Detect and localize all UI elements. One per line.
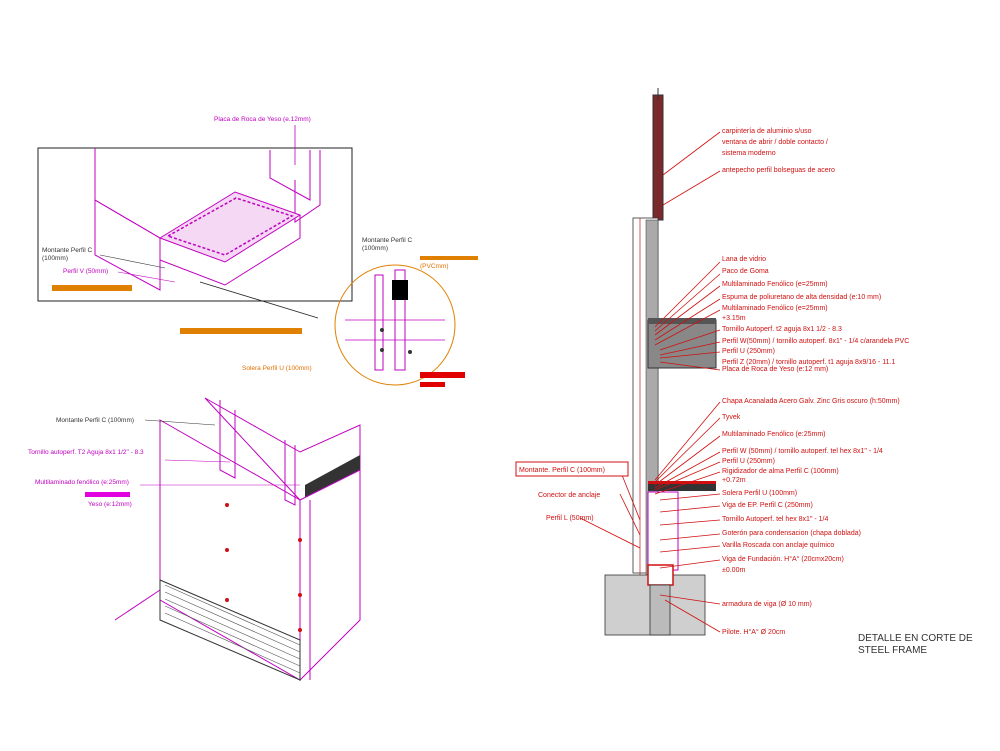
floor-edge [159, 215, 301, 286]
sec-left-label-2: Perfil L (50mm) [546, 515, 594, 522]
wall-left [94, 148, 161, 291]
bl-tornillo-label: Tornillo autoperf. T2 Aguja 8x1 1/2" - 8… [28, 449, 144, 456]
bl-montante-label: Montante Perfil C (100mm) [56, 417, 134, 424]
foundation-hatching [164, 584, 301, 674]
section-leaders [579, 131, 721, 633]
sec-label-30: Pilote. H°A° Ø 20cm [722, 628, 785, 636]
sec-label-2: sistema moderno [722, 150, 776, 157]
solera-label: Solera Perfil U (100mm) [242, 365, 312, 372]
wall-face-top [204, 397, 361, 501]
sec-label-23: Viga de EP. Perfil C (250mm) [722, 502, 813, 509]
lower-beam-red [648, 481, 716, 484]
section-right-labels: carpintería de aluminio s/uso ventana de… [722, 128, 909, 636]
wall-studs [219, 400, 236, 479]
sec-label-0: carpintería de aluminio s/uso [722, 128, 812, 135]
detail-montante-1: Montante Perfil C [362, 237, 413, 244]
placa-label: Placa de Roca de Yeso (e.12mm) [214, 116, 311, 123]
sec-left-label-0: Montante. Perfil C (100mm) [519, 467, 605, 474]
floor-joists [166, 197, 294, 256]
screw-1 [380, 328, 384, 332]
sec-label-22: Solera Perfil U (100mm) [722, 490, 797, 497]
wall-face-right [299, 469, 361, 682]
sec-label-3: antepecho perfil bolseguas de acero [722, 167, 835, 174]
floor-isometric-detail: Placa de Roca de Yeso (e.12mm) Montante … [37, 116, 353, 334]
tornillo-leader [164, 459, 231, 463]
sec-label-14: Placa de Roca de Yeso (e:12 mm) [722, 366, 828, 373]
sec-label-18: Perfil W (50mm) / tornillo autoperf. tel… [722, 448, 883, 455]
lower-frame [647, 491, 679, 571]
sec-label-19: Perfil U (250mm) [722, 458, 775, 465]
sec-label-11: Perfil W(50mm) / tornillo autoperf. 8x1"… [722, 338, 909, 345]
detail-circle [334, 264, 456, 386]
red-bar-2 [420, 382, 445, 387]
sec-label-29: armadura de viga (Ø 10 mm) [722, 601, 812, 608]
screw-2 [380, 348, 384, 352]
red-bar-1 [420, 372, 465, 378]
sec-left-label-1: Conector de anclaje [538, 492, 600, 499]
magenta-bar [85, 492, 130, 497]
wall-studs-2 [284, 440, 296, 506]
sec-label-8: Multilaminado Fenólico (e=25mm) [722, 305, 828, 312]
montante-leader-bl [144, 419, 216, 426]
montante-label-1: Montante Perfil C [42, 247, 93, 254]
foundation-hatch [114, 579, 301, 681]
upper-beam [647, 319, 717, 369]
sec-label-16: Tyvek [722, 414, 741, 421]
perfil-v-leader [117, 271, 176, 283]
wall-face-left [159, 419, 301, 681]
hatch-block [392, 280, 408, 300]
montante-box [515, 461, 629, 477]
floor-detail-frame [37, 147, 353, 302]
section-detail: carpintería de aluminio s/uso ventana de… [515, 88, 973, 656]
screw-3 [408, 350, 412, 354]
section-title-line1: DETALLE EN CORTE DE [858, 633, 973, 644]
screw-dots [225, 503, 302, 632]
detail-pvc-label: (PVCmm) [420, 263, 449, 270]
sec-label-24: Tornillo Autoperf. tel hex 8x1" - 1/4 [722, 516, 828, 523]
sec-label-6: Multilaminado Fenólico (e=25mm) [722, 281, 828, 288]
sec-label-15: Chapa Acanalada Acero Galv. Zinc Gris os… [722, 398, 900, 405]
pile [649, 584, 671, 636]
sec-label-4: Lana de vidrio [722, 256, 766, 263]
sec-label-28: ±0.00m [722, 567, 745, 574]
ground-line [114, 589, 161, 621]
sec-label-10: Tornillo Autoperf. t2 aguja 8x1 1/2 - 8.… [722, 326, 842, 333]
wall-corner-isometric: Montante Perfil C (100mm) Tornillo autop… [28, 397, 361, 682]
foundation-base [159, 579, 301, 681]
bl-multi-label: Multilaminado fenólico (e:25mm) [35, 479, 129, 486]
montante-label-2: (100mm) [42, 255, 68, 262]
sec-label-1: ventana de abrir / doble contacto / [722, 139, 828, 146]
detail-montante-2: (100mm) [362, 245, 388, 252]
wall-insulation [305, 455, 360, 500]
sec-label-7: Espuma de poliuretano de alta densidad (… [722, 294, 881, 301]
bl-yeso-label: Yeso (e:12mm) [88, 501, 132, 508]
detail-pointer [199, 281, 319, 319]
sec-label-13: Perfil Z (20mm) / tornillo autoperf. t1 … [722, 359, 896, 366]
sec-label-17: Multilaminado Fenólico (e:25mm) [722, 431, 825, 438]
wall-corner-post [269, 150, 311, 201]
sec-label-5: Paco de Goma [722, 268, 769, 275]
sec-label-26: Varilla Roscada con anclaje químico [722, 542, 834, 549]
orange-bar-1 [52, 285, 132, 291]
lower-beam [648, 483, 716, 491]
perfil-v-label: Perfil V (50mm) [63, 268, 108, 275]
window-frame [652, 94, 664, 221]
sec-label-25: Goterón para condensacion (chapa doblada… [722, 530, 861, 537]
sec-label-9: +3.15m [722, 315, 746, 322]
sec-label-20: Rigidizador de alma Perfil C (100mm) [722, 468, 839, 475]
sec-label-12: Perfil U (250mm) [722, 348, 775, 355]
floor-edge-inner [94, 199, 161, 239]
connection-circle-detail: Montante Perfil C (100mm) (PVCmm) Solera… [242, 237, 478, 387]
orange-bar-2 [180, 328, 302, 334]
sec-label-21: +0.72m [722, 477, 746, 484]
upper-beam-top [648, 318, 716, 324]
section-title-line2: STEEL FRAME [858, 645, 927, 656]
stud-1 [374, 274, 384, 371]
wall-right [294, 150, 321, 223]
sec-label-27: Viga de Fundación. H°A° (20cmx20cm) [722, 555, 844, 563]
montante-leader [99, 254, 166, 269]
